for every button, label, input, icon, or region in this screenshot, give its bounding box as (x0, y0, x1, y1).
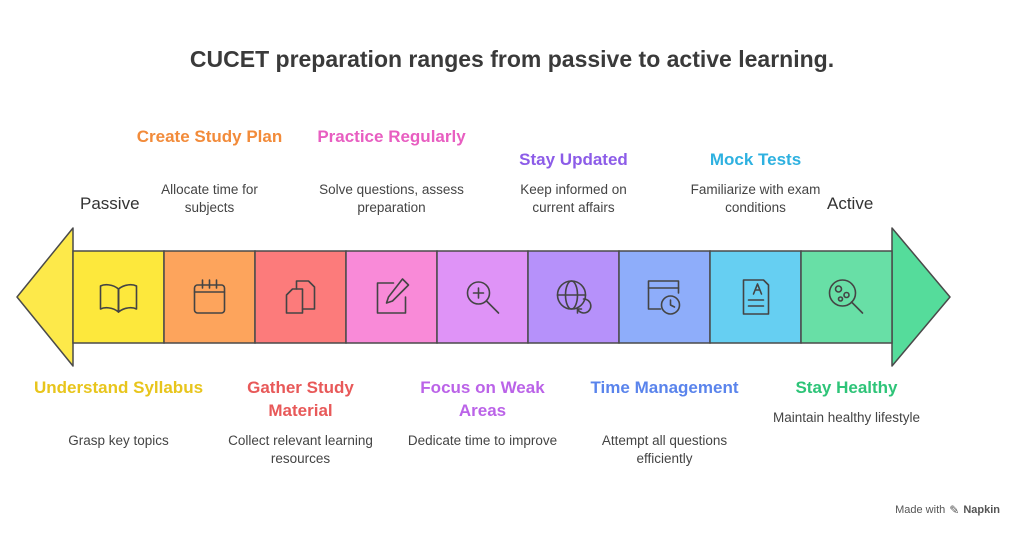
open-book-icon (99, 283, 138, 313)
segment-8 (709, 250, 802, 344)
step-description: Grasp key topics (68, 433, 169, 448)
segment-7 (618, 250, 711, 344)
step-description: Allocate time for subjects (161, 182, 258, 215)
step-title: Stay Updated (519, 150, 628, 169)
segment-2 (163, 250, 256, 344)
napkin-logo-icon: ✎ (949, 503, 960, 517)
segment-4 (345, 250, 438, 344)
segment-5 (436, 250, 529, 344)
right-arrowhead (891, 227, 951, 367)
step-description: Solve questions, assess preparation (319, 182, 464, 215)
diagram-title: CUCET preparation ranges from passive to… (189, 46, 835, 72)
step-description: Maintain healthy lifestyle (772, 410, 921, 425)
step-title: Time Management (590, 378, 739, 397)
step-description: Dedicate time to improve (407, 433, 558, 448)
active-label: Active (827, 194, 874, 213)
documents-icon (285, 280, 316, 314)
step-title: Gather Study Material (247, 378, 354, 420)
step-title: Mock Tests (709, 150, 802, 169)
edit-icon (376, 278, 410, 314)
magnifier-bacteria-icon (828, 279, 864, 314)
exam-paper-icon (742, 279, 770, 315)
left-arrowhead (16, 227, 74, 367)
step-title: Stay Healthy (795, 378, 898, 397)
segment-6 (527, 250, 620, 344)
step-description: Collect relevant learning resources (228, 433, 373, 466)
step-description: Familiarize with exam conditions (690, 182, 821, 215)
step-title: Focus on Weak Areas (420, 378, 545, 420)
step-description: Attempt all questions efficiently (601, 433, 728, 466)
calendar-icon (193, 279, 226, 314)
step-title: Understand Syllabus (33, 378, 204, 397)
segment-3 (254, 250, 347, 344)
step-title: Practice Regularly (317, 127, 466, 146)
globe-refresh-icon (556, 280, 592, 314)
step-description: Keep informed on current affairs (520, 182, 627, 215)
footer-credit: Made with ✎ Napkin (895, 503, 1000, 517)
browser-clock-icon (647, 280, 681, 315)
passive-label: Passive (80, 194, 140, 213)
step-title: Create Study Plan (136, 127, 283, 146)
zoom-in-icon (466, 281, 500, 314)
